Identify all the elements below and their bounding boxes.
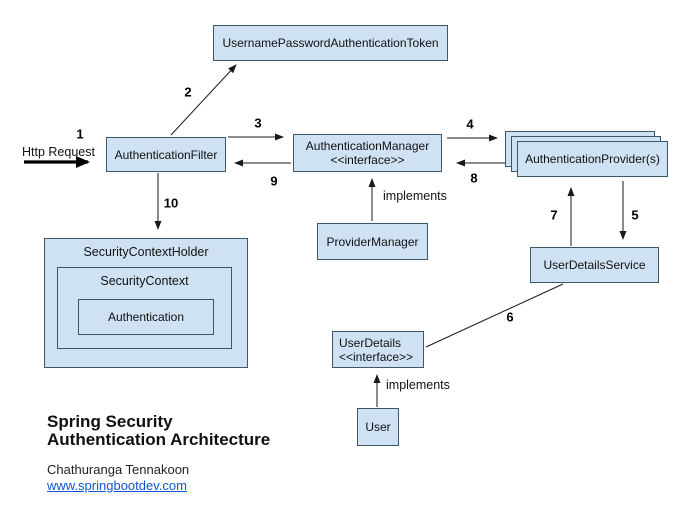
node-authentication-manager: AuthenticationManager <<interface>>: [293, 134, 442, 172]
node-security-context: SecurityContext Authentication: [57, 267, 232, 349]
step-number-5: 5: [631, 207, 639, 223]
step-number-3: 3: [254, 115, 262, 131]
node-label: ProviderManager: [326, 234, 419, 249]
step-number-9: 9: [270, 173, 278, 189]
diagram-title-line1: Spring Security: [47, 412, 173, 431]
node-user: User: [357, 408, 399, 446]
step-number-4: 4: [466, 116, 474, 132]
node-label: Authentication: [107, 310, 185, 324]
node-label: UserDetails: [339, 335, 402, 350]
node-authentication-providers: AuthenticationProvider(s): [517, 141, 668, 177]
step-number-2: 2: [184, 84, 192, 100]
node-label: SecurityContextHolder: [83, 245, 209, 259]
implements-label-provider-manager: implements: [383, 189, 447, 203]
website-link[interactable]: www.springbootdev.com: [47, 478, 187, 493]
node-provider-manager: ProviderManager: [317, 223, 428, 260]
node-user-details: UserDetails <<interface>>: [332, 331, 424, 368]
step-number-1: 1: [76, 126, 84, 142]
node-username-password-authentication-token: UsernamePasswordAuthenticationToken: [213, 25, 448, 61]
step-number-8: 8: [470, 170, 478, 186]
step-number-6: 6: [506, 309, 514, 325]
node-label: AuthenticationFilter: [114, 147, 218, 162]
node-user-details-service: UserDetailsService: [530, 247, 659, 283]
step-number-7: 7: [550, 207, 558, 223]
step-number-10: 10: [163, 195, 179, 211]
implements-label-user: implements: [386, 378, 450, 392]
diagram-title-line2: Authentication Architecture: [47, 430, 271, 449]
node-stereotype: <<interface>>: [339, 349, 414, 364]
author-name: Chathuranga Tennakoon: [47, 462, 190, 477]
node-authentication: Authentication: [78, 299, 214, 335]
node-label: User: [365, 420, 391, 434]
node-label: AuthenticationProvider(s): [525, 152, 660, 166]
node-label: UsernamePasswordAuthenticationToken: [222, 36, 439, 50]
arrow-step-2-filter-to-token: [170, 64, 237, 136]
node-security-context-holder: SecurityContextHolder SecurityContext Au…: [44, 238, 248, 368]
http-request-label: Http Request: [22, 145, 95, 159]
node-authentication-filter: AuthenticationFilter: [106, 137, 226, 172]
node-stereotype: <<interface>>: [330, 153, 405, 167]
node-label: AuthenticationManager: [305, 139, 430, 153]
footer: Spring Security Authentication Architect…: [47, 413, 270, 495]
node-label: UserDetailsService: [543, 258, 646, 272]
node-label: SecurityContext: [100, 274, 189, 288]
line-step-6-userdetailsservice-to-userdetails: [425, 283, 564, 348]
